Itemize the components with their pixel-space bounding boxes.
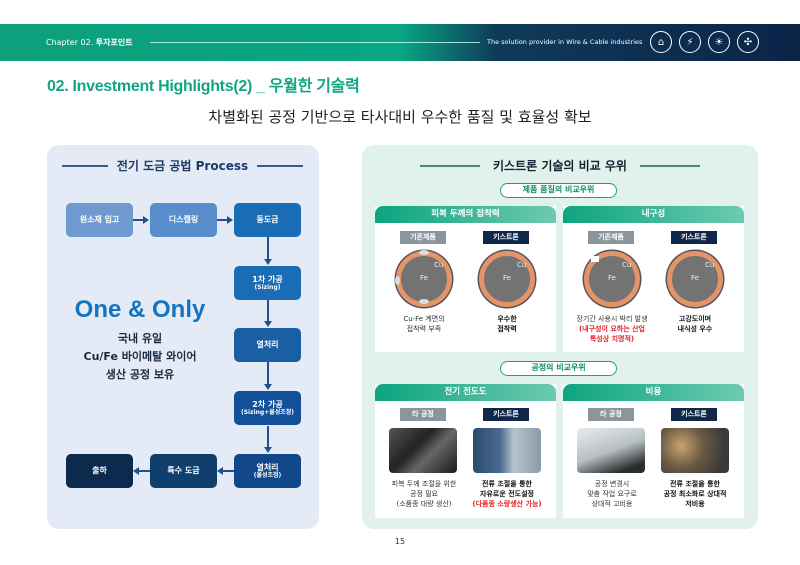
arrow [267,300,269,322]
arrow-head [217,467,223,475]
process-pill: 공정의 비교우위 [500,361,617,376]
step-special-plating: 특수 도금 [150,454,217,488]
arrow [267,362,269,385]
step-second-processing: 2차 가공(Sizing+물성조정) [234,391,301,425]
divider [257,165,303,167]
kistron-label: 키스트론 [671,408,717,421]
card-header: 전기 전도도 [375,384,556,401]
comparison-title: 키스트론 기술의 비교 우위 [493,159,627,173]
factory-photo [389,428,457,473]
arrow-head [264,321,272,327]
arrow-head [264,384,272,390]
kistron-label: 키스트론 [483,408,529,421]
arrow [133,219,144,221]
step-first-processing: 1차 가공(Sizing) [234,266,301,300]
step-raw-material: 원소재 입고 [66,203,133,237]
step-copper-plating: 동도금 [234,203,301,237]
ev-car-icon: ⚡ [679,31,701,53]
card-header: 비용 [563,384,744,401]
step-heat-treatment: 열처리 [234,328,301,362]
arrow-head [133,467,139,475]
arrow [267,237,269,260]
step-heat-treatment-2: 열처리(물성조정) [234,454,301,488]
power-tower-icon: ⌂ [650,31,672,53]
quality-pill: 제품 품질의 비교우위 [500,183,617,198]
existing-label: 기존제품 [588,231,634,244]
solar-panel-icon: ☀ [708,31,730,53]
page-subtitle: 차별화된 공정 기반으로 타사대비 우수한 품질 및 효율성 확보 [208,108,592,126]
other-process-label: 타 공정 [588,408,634,421]
tagline: The solution provider in Wire & Cable in… [487,38,643,46]
divider [62,165,108,167]
arrow [217,219,228,221]
arrow-head [264,259,272,265]
arrow [223,470,234,472]
process-title: 전기 도금 공법 Process [116,159,249,173]
step-shipping: 출하 [66,454,133,488]
header-divider [150,42,480,43]
kistron-label: 키스트론 [483,231,529,244]
card-header: 내구성 [563,206,744,223]
worker-photo [473,428,541,473]
step-descaling: 디스켈링 [150,203,217,237]
other-process-label: 타 공정 [400,408,446,421]
divider [420,165,480,167]
wind-turbine-icon: ✣ [737,31,759,53]
arrow-head [143,216,149,224]
divider [640,165,700,167]
chapter-label: Chapter 02. 투자포인트 [46,38,133,47]
kistron-label: 키스트론 [671,231,717,244]
arrow [267,426,269,448]
existing-label: 기존제품 [400,231,446,244]
coins-photo [661,428,729,473]
arrow-head [227,216,233,224]
arrow-head [264,447,272,453]
arrow [139,470,150,472]
calculator-photo [577,428,645,473]
page-title: 02. Investment Highlights(2) _ 우월한 기술력 [47,78,360,95]
page-number: 15 [394,537,406,546]
card-header: 피복 두께의 접착력 [375,206,556,223]
one-and-only-heading: One & Only [74,296,206,323]
